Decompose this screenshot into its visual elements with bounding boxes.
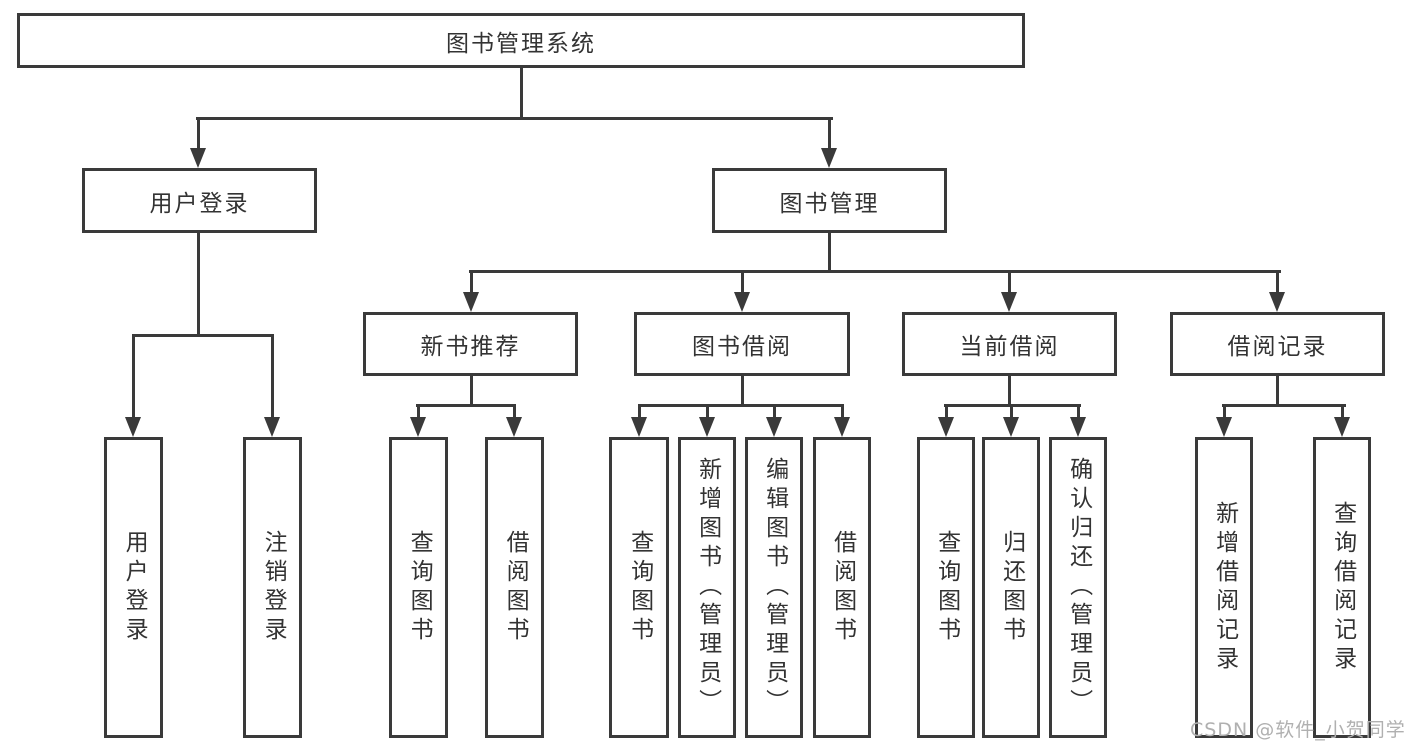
node-user-login-leaf: 用户登录 xyxy=(104,437,163,738)
connector-line xyxy=(271,334,274,417)
node-label: 查询图书 xyxy=(626,529,653,646)
arrowhead-down-icon xyxy=(1216,417,1232,437)
connector-line xyxy=(828,117,831,148)
node-search-books-2: 查询图书 xyxy=(609,437,669,738)
connector-line xyxy=(638,404,641,418)
connector-line xyxy=(841,404,844,418)
node-borrow-books-2: 借阅图书 xyxy=(813,437,871,738)
arrowhead-down-icon xyxy=(1070,417,1086,437)
arrowhead-down-icon xyxy=(125,417,141,437)
connector-line xyxy=(1077,404,1080,418)
node-label: 借阅图书 xyxy=(502,529,529,646)
arrowhead-down-icon xyxy=(734,292,750,312)
arrowhead-down-icon xyxy=(699,417,715,437)
arrowhead-down-icon xyxy=(1334,417,1350,437)
node-label: 图书管理系统 xyxy=(446,30,596,57)
node-label: 新书推荐 xyxy=(420,334,521,360)
node-new-book-recommend: 新书推荐 xyxy=(363,312,578,376)
node-borrowing-records: 借阅记录 xyxy=(1170,312,1385,376)
connector-section-stem xyxy=(470,376,473,407)
node-label: 查询借阅记录 xyxy=(1329,500,1356,675)
connector-sections-hline xyxy=(469,270,1281,273)
connector-section-hline xyxy=(1222,404,1346,407)
node-library-management-system: 图书管理系统 xyxy=(17,13,1025,68)
arrowhead-down-icon xyxy=(1269,292,1285,312)
node-search-books-1: 查询图书 xyxy=(389,437,448,738)
arrowhead-down-icon xyxy=(938,417,954,437)
node-search-borrow-record: 查询借阅记录 xyxy=(1313,437,1371,738)
node-label: 查询图书 xyxy=(933,529,960,646)
node-return-books: 归还图书 xyxy=(982,437,1040,738)
connector-line xyxy=(417,404,420,418)
node-label: 查询图书 xyxy=(406,529,433,646)
arrowhead-down-icon xyxy=(1003,417,1019,437)
arrowhead-down-icon xyxy=(821,148,837,168)
connector-line xyxy=(470,270,473,292)
node-label: 当前借阅 xyxy=(959,334,1060,360)
node-label: 用户登录 xyxy=(121,529,148,646)
arrowhead-down-icon xyxy=(1001,292,1017,312)
arrowhead-down-icon xyxy=(190,148,206,168)
csdn-watermark: CSDN @软件_小贺同学 xyxy=(1190,719,1405,741)
arrowhead-down-icon xyxy=(766,417,782,437)
arrowhead-down-icon xyxy=(631,417,647,437)
node-label: 归还图书 xyxy=(998,529,1025,646)
connector-root-stem xyxy=(520,68,523,119)
connector-level2-hline xyxy=(196,117,833,120)
connector-line xyxy=(773,404,776,418)
node-logout-leaf: 注销登录 xyxy=(243,437,302,738)
connector-section-stem xyxy=(1008,376,1011,407)
arrowhead-down-icon xyxy=(463,292,479,312)
node-book-management: 图书管理 xyxy=(712,168,947,233)
node-label: 新增借阅记录 xyxy=(1211,500,1238,675)
connector-line xyxy=(1276,270,1279,292)
connector-line xyxy=(706,404,709,418)
connector-section-stem xyxy=(741,376,744,407)
node-add-borrow-record: 新增借阅记录 xyxy=(1195,437,1253,738)
node-user-login: 用户登录 xyxy=(82,168,317,233)
node-label: 新增图书（管理员） xyxy=(694,457,721,718)
node-edit-books-admin: 编辑图书（管理员） xyxy=(745,437,803,738)
connector-line xyxy=(741,270,744,292)
node-borrow-books-1: 借阅图书 xyxy=(485,437,544,738)
node-current-borrowing: 当前借阅 xyxy=(902,312,1117,376)
connector-section-hline xyxy=(638,404,844,407)
arrowhead-down-icon xyxy=(410,417,426,437)
connector-line xyxy=(1341,404,1344,418)
connector-line xyxy=(513,404,516,418)
node-search-books-3: 查询图书 xyxy=(917,437,975,738)
connector-line xyxy=(1008,270,1011,292)
node-label: 借阅图书 xyxy=(829,529,856,646)
connector-book-mgmt-stem xyxy=(828,233,831,273)
node-label: 注销登录 xyxy=(260,529,287,646)
connector-line xyxy=(197,117,200,148)
arrowhead-down-icon xyxy=(834,417,850,437)
node-label: 图书借阅 xyxy=(692,334,792,360)
node-label: 借阅记录 xyxy=(1227,334,1328,360)
connector-user-login-hline xyxy=(132,334,274,337)
node-label: 用户登录 xyxy=(149,190,250,217)
connector-user-login-stem xyxy=(197,233,200,337)
node-add-books-admin: 新增图书（管理员） xyxy=(678,437,736,738)
connector-section-hline xyxy=(416,404,516,407)
node-label: 图书管理 xyxy=(779,190,880,217)
connector-line xyxy=(1010,404,1013,418)
connector-line xyxy=(1223,404,1226,418)
node-label: 编辑图书（管理员） xyxy=(761,457,788,718)
connector-section-stem xyxy=(1276,376,1279,407)
connector-line xyxy=(132,334,135,417)
arrowhead-down-icon xyxy=(506,417,522,437)
arrowhead-down-icon xyxy=(264,417,280,437)
node-book-borrowing: 图书借阅 xyxy=(634,312,850,376)
node-confirm-return-admin: 确认归还（管理员） xyxy=(1049,437,1107,738)
connector-line xyxy=(945,404,948,418)
node-label: 确认归还（管理员） xyxy=(1065,457,1092,718)
